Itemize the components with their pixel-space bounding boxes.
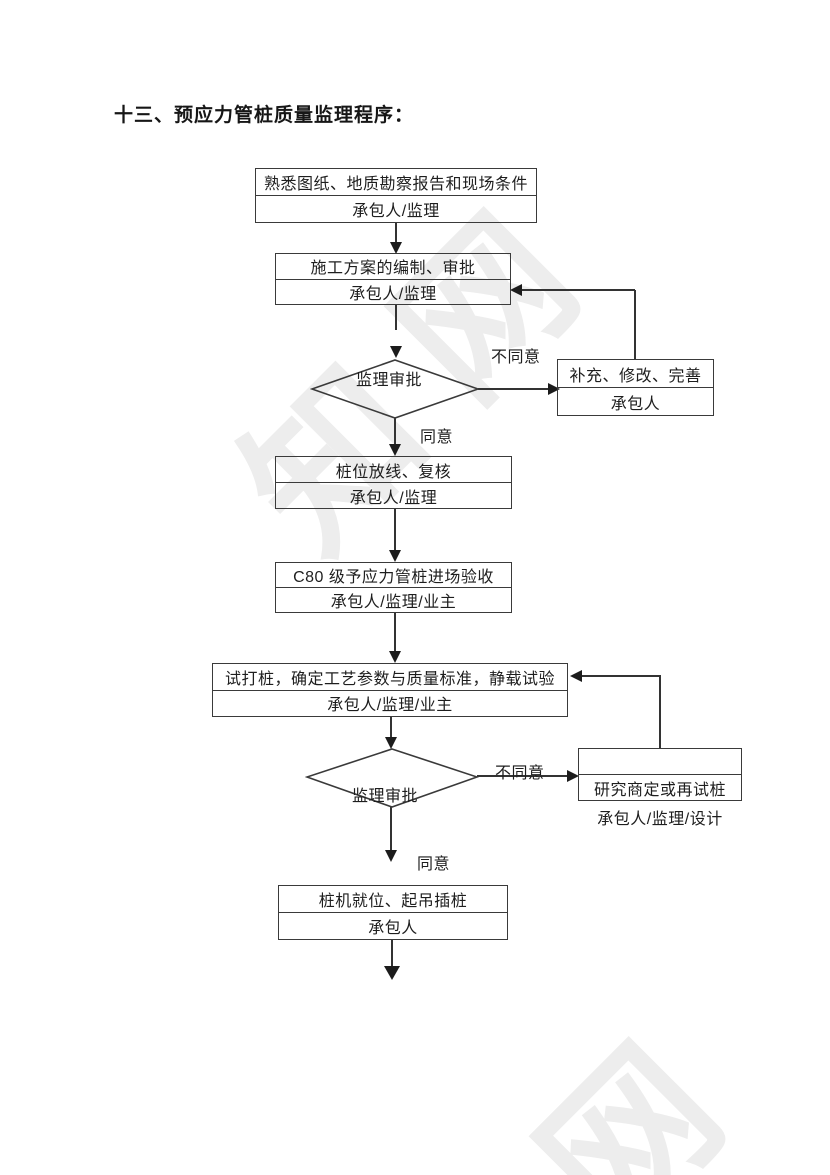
flow-box-layout: 桩位放线、复核 承包人/监理 <box>275 456 512 509</box>
connector-decision2-research <box>477 775 569 777</box>
decision-label-2: 监理审批 <box>352 788 419 805</box>
flow-box-position-task: 桩机就位、起吊插桩 <box>279 886 507 913</box>
flow-box-acceptance-actor: 承包人/监理/业主 <box>330 594 457 611</box>
flow-box-prepare-task: 熟悉图纸、地质勘察报告和现场条件 <box>256 169 536 196</box>
connector-supplement-plan <box>521 289 635 291</box>
arrowhead-plan-decision1 <box>390 346 402 358</box>
arrowhead-trial-decision2 <box>385 737 397 749</box>
connector-research-up <box>659 676 661 748</box>
edge-label-disagree-1: 不同意 <box>491 349 541 366</box>
edge-label-agree-2: 同意 <box>417 856 451 873</box>
arrowhead-prepare-plan <box>390 242 402 254</box>
flow-box-research-empty <box>579 749 741 775</box>
arrowhead-position-next <box>384 966 400 980</box>
arrowhead-research-trial <box>570 670 582 682</box>
flow-box-research-actor: 承包人/监理/设计 <box>597 811 723 828</box>
connector-plan-decision1 <box>395 305 397 330</box>
arrowhead-decision2-position <box>385 850 397 862</box>
flow-box-position: 桩机就位、起吊插桩 承包人 <box>278 885 508 940</box>
flow-box-prepare-actor: 承包人/监理 <box>352 203 440 220</box>
connector-decision2-position <box>390 807 392 851</box>
connector-decision1-layout <box>394 418 396 444</box>
flow-box-research: 研究商定或再试桩 <box>578 748 742 801</box>
connector-layout-acceptance <box>394 509 396 550</box>
flow-box-trial-actor: 承包人/监理/业主 <box>327 697 453 715</box>
flow-box-prepare: 熟悉图纸、地质勘察报告和现场条件 承包人/监理 <box>255 168 537 223</box>
flow-box-plan-task: 施工方案的编制、审批 <box>276 254 510 280</box>
flow-box-plan-actor: 承包人/监理 <box>349 285 437 303</box>
flow-box-acceptance-task: C80 级予应力管桩进场验收 <box>276 563 511 588</box>
flow-box-supplement: 补充、修改、完善 承包人 <box>557 359 714 416</box>
arrowhead-decision2-research <box>567 770 579 782</box>
flow-box-research-task: 研究商定或再试桩 <box>593 781 726 799</box>
flow-box-supplement-actor: 承包人 <box>610 395 661 413</box>
flow-box-trial: 试打桩，确定工艺参数与质量标准，静载试验 承包人/监理/业主 <box>212 663 568 717</box>
connector-research-trial <box>581 675 661 677</box>
arrowhead-layout-acceptance <box>389 550 401 562</box>
flow-box-supplement-task: 补充、修改、完善 <box>558 360 713 388</box>
connector-prepare-plan <box>395 223 397 243</box>
flow-box-plan: 施工方案的编制、审批 承包人/监理 <box>275 253 511 305</box>
flow-box-trial-task: 试打桩，确定工艺参数与质量标准，静载试验 <box>213 664 567 691</box>
connector-acceptance-trial <box>394 613 396 651</box>
flow-box-layout-actor: 承包人/监理 <box>349 489 438 507</box>
connector-position-next <box>391 940 393 967</box>
arrowhead-acceptance-trial <box>389 651 401 663</box>
decision-diamond-1 <box>310 359 480 419</box>
decision-label-1: 监理审批 <box>356 372 423 389</box>
decision-diamond-2 <box>305 748 479 808</box>
watermark-bottom: 知网 <box>357 981 788 1175</box>
arrowhead-decision1-layout <box>389 444 401 456</box>
connector-supplement-up <box>634 290 636 359</box>
flow-box-position-actor: 承包人 <box>368 920 418 937</box>
edge-label-agree-1: 同意 <box>420 429 454 446</box>
edge-label-disagree-2: 不同意 <box>495 765 545 782</box>
arrowhead-supplement-plan <box>510 284 522 296</box>
flow-box-acceptance: C80 级予应力管桩进场验收 承包人/监理/业主 <box>275 562 512 613</box>
connector-trial-decision2 <box>390 717 392 738</box>
flow-box-layout-task: 桩位放线、复核 <box>276 457 511 483</box>
page-title: 十三、预应力管桩质量监理程序： <box>114 105 415 126</box>
connector-decision1-supplement <box>478 388 550 390</box>
